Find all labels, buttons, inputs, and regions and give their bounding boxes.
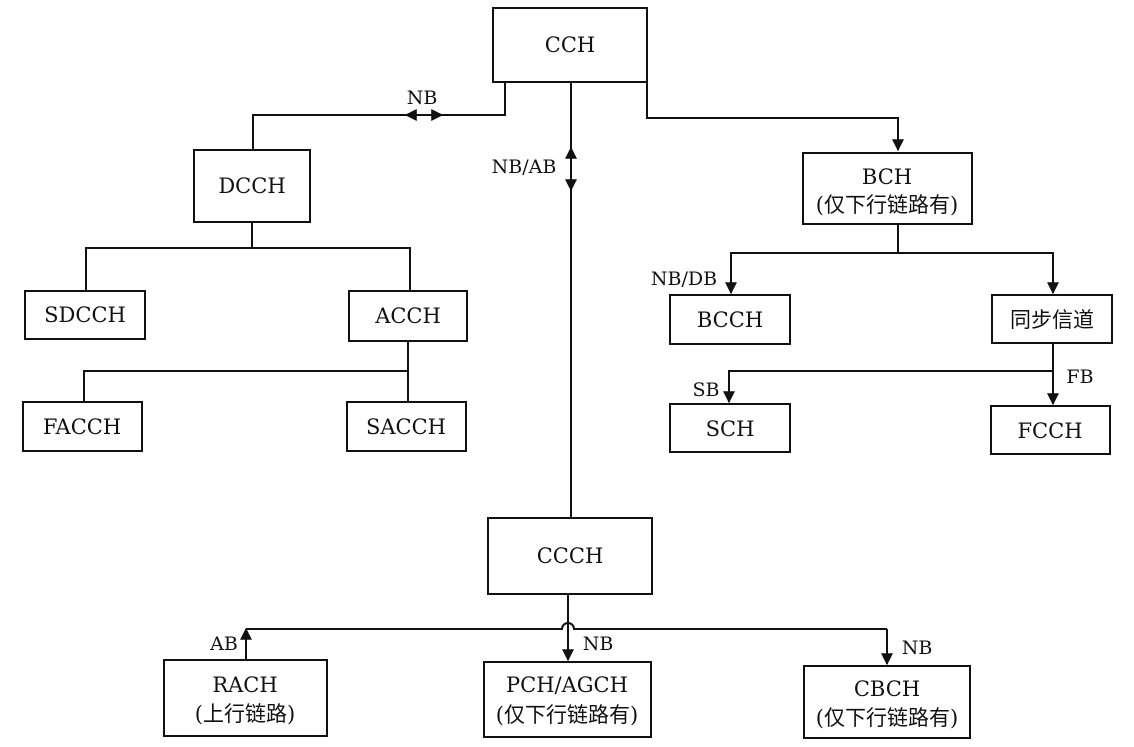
link-dcch-children [85,247,411,291]
node-label: DCCH [218,174,285,198]
node-bcch: BCCH [669,294,791,345]
node-label: CCCH [537,544,604,568]
edge-label-cch-ccch: NB/AB [492,156,557,178]
node-rach: RACH (上行链路) [163,659,328,737]
edge-label-bch-bcch: NB/DB [651,268,717,290]
node-cch: CCH [492,7,648,83]
node-fcch: FCCH [990,405,1111,455]
link-ccch-bus [246,622,887,630]
edge-label-ccch-pch: NB [583,633,614,655]
link-bch-sync [898,252,1059,295]
node-label-line1: PCH/AGCH [506,673,628,697]
node-label: FACCH [43,415,121,439]
node-label: SACCH [366,415,446,439]
node-label-line2: (仅下行链路有) [816,193,958,217]
node-label: FCCH [1017,419,1082,443]
node-label: SCH [706,417,755,441]
node-label-line2: (仅下行链路有) [816,706,958,730]
node-pch-agch: PCH/AGCH (仅下行链路有) [483,661,652,738]
node-sacch: SACCH [346,401,467,452]
connectors [83,82,1059,666]
node-label-line1: CBCH [854,677,920,701]
node-cbch: CBCH (仅下行链路有) [803,665,971,739]
edge-label-sync-sch: SB [693,379,720,401]
node-label-line2: (上行链路) [195,702,295,726]
node-bch: BCH (仅下行链路有) [802,152,973,225]
edge-label-sync-fcch: FB [1066,366,1093,388]
edge-label-cch-dcch: NB [407,87,438,109]
node-dcch: DCCH [193,149,311,223]
link-bch-bcch [725,252,898,295]
node-sync-channel: 同步信道 [991,294,1113,344]
node-label: SDCCH [44,303,126,327]
node-acch: ACCH [348,290,468,342]
node-label: ACCH [374,304,441,328]
node-sch: SCH [669,403,791,453]
node-label-line1: BCH [862,165,912,189]
node-label: CCH [545,33,595,57]
node-sdcch: SDCCH [24,290,146,340]
edge-label-ccch-cbch: NB [902,637,933,659]
link-cch-bch [646,82,904,152]
nodes: CCH DCCH BCH (仅下行链路有) SDCCH ACCH FACCH S… [22,7,1113,739]
node-label: 同步信道 [1010,308,1094,332]
edge-labels: NB NB/AB NB/DB SB FB AB NB NB [209,87,1093,659]
link-sync-sch [723,370,1053,404]
node-facch: FACCH [22,401,143,452]
node-label-line1: RACH [212,673,277,697]
node-ccch: CCCH [487,517,653,595]
node-label: BCCH [697,308,763,332]
link-acch-children [83,370,409,402]
link-cch-dcch [252,82,506,150]
edge-label-ccch-rach: AB [209,633,238,655]
node-label-line2: (仅下行链路有) [496,703,638,727]
